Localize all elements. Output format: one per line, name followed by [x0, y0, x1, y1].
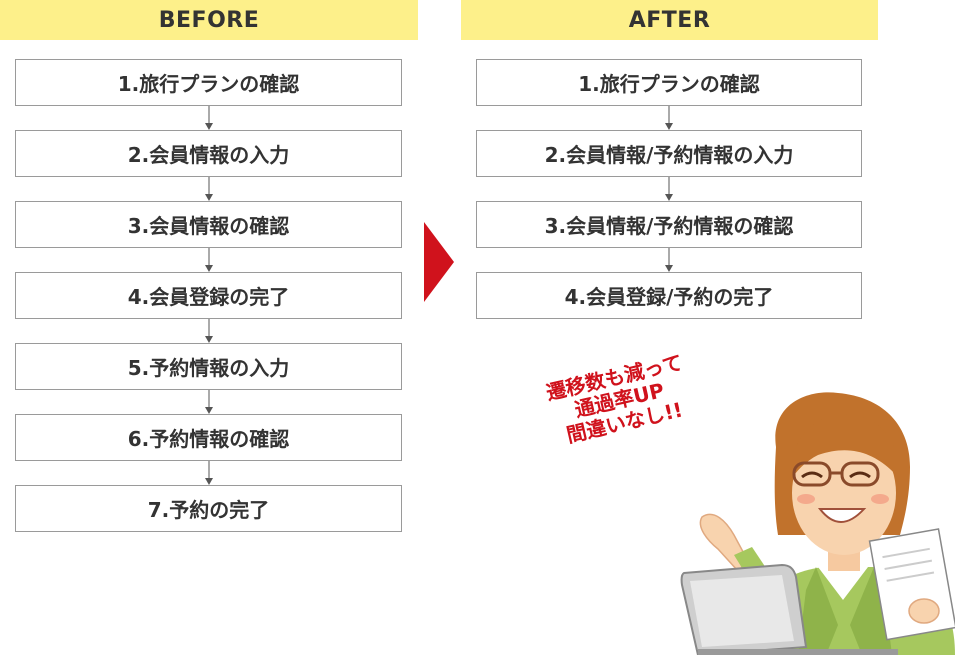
before-step: 3.会員情報の確認 — [15, 201, 402, 248]
down-arrow-icon — [476, 248, 862, 272]
before-step: 5.予約情報の入力 — [15, 343, 402, 390]
down-arrow-icon — [15, 319, 402, 343]
callout-text: 遷移数も減って 通過率UP 間違いなし!! — [544, 350, 695, 449]
after-step: 1.旅行プランの確認 — [476, 59, 862, 106]
after-step: 3.会員情報/予約情報の確認 — [476, 201, 862, 248]
before-step: 1.旅行プランの確認 — [15, 59, 402, 106]
before-header: BEFORE — [0, 0, 418, 40]
down-arrow-icon — [15, 177, 402, 201]
down-arrow-icon — [15, 390, 402, 414]
after-step: 4.会員登録/予約の完了 — [476, 272, 862, 319]
down-arrow-icon — [476, 106, 862, 130]
before-step: 6.予約情報の確認 — [15, 414, 402, 461]
after-header: AFTER — [461, 0, 878, 40]
before-step-list: 1.旅行プランの確認 2.会員情報の入力 3.会員情報の確認 4.会員登録の完了… — [15, 59, 402, 532]
woman-with-laptop-illustration — [680, 392, 955, 655]
after-step: 2.会員情報/予約情報の入力 — [476, 130, 862, 177]
down-arrow-icon — [476, 177, 862, 201]
down-arrow-icon — [15, 461, 402, 485]
before-step: 4.会員登録の完了 — [15, 272, 402, 319]
after-step-list: 1.旅行プランの確認 2.会員情報/予約情報の入力 3.会員情報/予約情報の確認… — [476, 59, 862, 319]
down-arrow-icon — [15, 106, 402, 130]
right-arrow-icon — [424, 222, 454, 302]
before-step: 7.予約の完了 — [15, 485, 402, 532]
before-step: 2.会員情報の入力 — [15, 130, 402, 177]
down-arrow-icon — [15, 248, 402, 272]
